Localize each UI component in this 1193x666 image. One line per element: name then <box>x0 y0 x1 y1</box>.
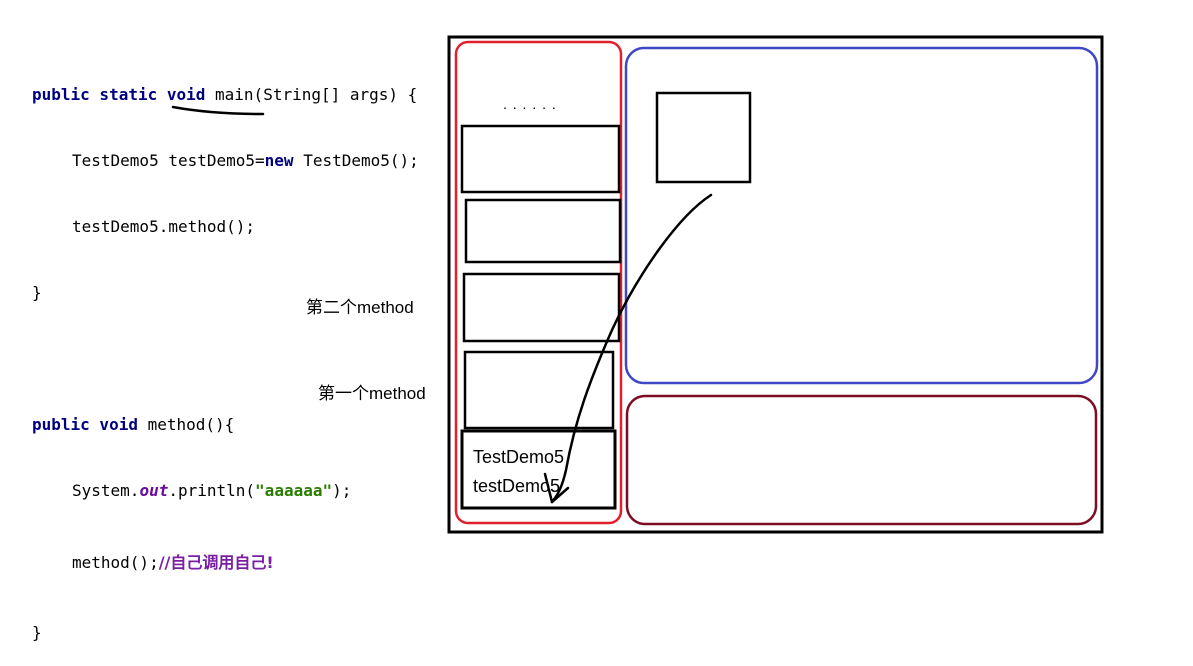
frame-class-name: TestDemo5 <box>473 447 565 467</box>
code-line-call-method: testDemo5.method(); <box>72 217 256 236</box>
stack-frame-second-method <box>462 272 621 343</box>
ellipsis-dots: . . . . . . <box>503 96 557 112</box>
heap-object <box>655 91 752 184</box>
memory-outline <box>447 35 1104 534</box>
code-line-close-main: } <box>32 283 42 302</box>
method-area <box>625 394 1098 526</box>
stack-frame-3 <box>464 198 622 264</box>
underline-mark <box>171 105 265 116</box>
arrow-head <box>543 472 570 504</box>
code-line-recursive-call: method();//自己调用自己! <box>72 553 274 572</box>
first-method-label: 第一个method <box>318 384 426 403</box>
heap-area <box>624 46 1099 385</box>
code-line-main-signature: public static void main(String[] args) { <box>32 85 418 104</box>
stack-area <box>454 40 623 525</box>
memory-diagram <box>171 35 1104 534</box>
code-line-method-signature: public void method(){ <box>32 415 235 434</box>
stack-frame-first-method <box>463 350 615 430</box>
code-line-println: System.out.println("aaaaaa"); <box>72 481 352 500</box>
code-snippet: public static void main(String[] args) {… <box>32 40 419 666</box>
stack-frame-main <box>460 429 617 510</box>
second-method-label: 第二个method <box>306 298 414 317</box>
stack-frame-4 <box>460 124 621 194</box>
frame-variable-name: testDemo5 <box>473 476 561 496</box>
code-line-close-method: } <box>32 623 42 642</box>
reference-arrow <box>550 193 713 504</box>
code-line-new-instance: TestDemo5 testDemo5=new TestDemo5(); <box>72 151 419 170</box>
